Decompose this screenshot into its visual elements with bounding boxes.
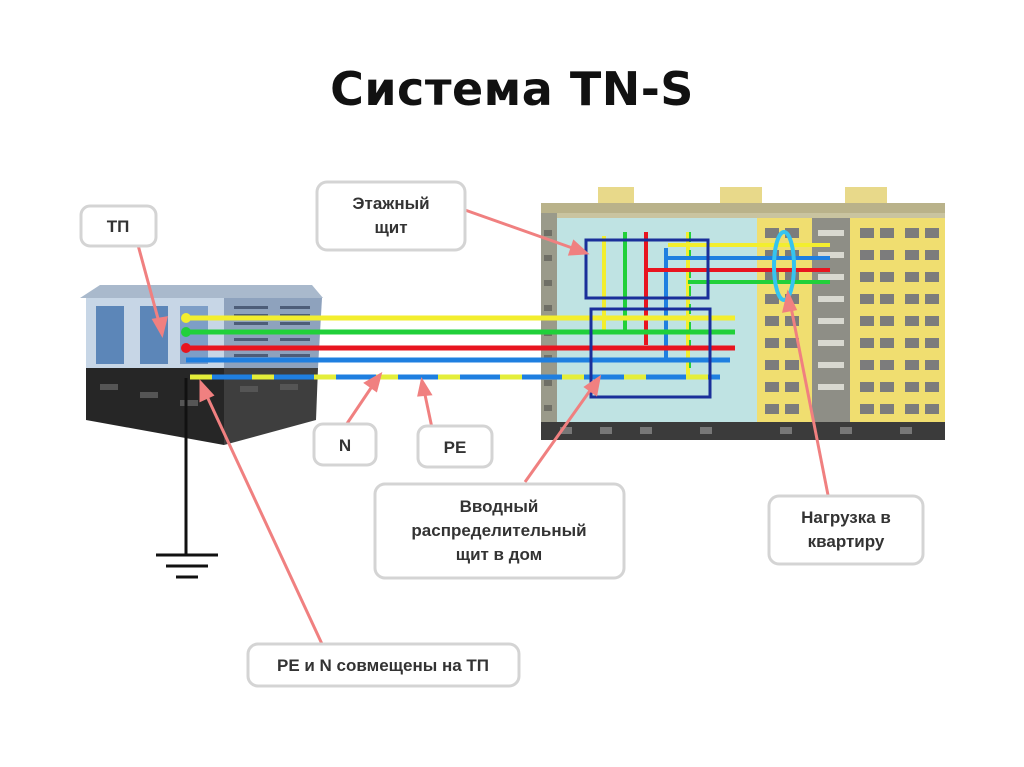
apartment-building <box>541 187 945 440</box>
callout-tp: ТП <box>79 204 158 248</box>
callout-input-panel: Вводный распределительный щит в дом <box>373 482 626 580</box>
label-floor-panel-line2: щит <box>374 218 407 237</box>
label-load-line1: Нагрузка в <box>801 508 891 527</box>
floor-panel-box <box>584 238 710 300</box>
label-tp: ТП <box>107 217 130 236</box>
callout-floor-panel: Этажный щит <box>315 180 467 252</box>
callout-load: Нагрузка в квартиру <box>767 494 925 566</box>
page-title: Система TN-S <box>330 62 694 116</box>
wiring <box>156 232 830 579</box>
label-load-line2: квартиру <box>808 532 885 551</box>
label-input-panel-line3: щит в дом <box>456 545 543 564</box>
transformer-substation <box>80 285 323 445</box>
callout-arrows <box>136 208 830 645</box>
label-pe-n-combined: PE и N совмещены на ТП <box>277 656 489 675</box>
load-loop <box>772 230 796 302</box>
input-panel-box <box>589 307 712 399</box>
label-pe: PE <box>444 438 467 457</box>
label-floor-panel-line1: Этажный <box>352 194 429 213</box>
label-n: N <box>339 436 351 455</box>
callout-n: N <box>312 422 378 467</box>
callout-pe-n-combined: PE и N совмещены на ТП <box>246 642 521 688</box>
callout-pe: PE <box>416 424 494 469</box>
label-input-panel-line1: Вводный <box>460 497 539 516</box>
label-input-panel-line2: распределительный <box>411 521 586 540</box>
